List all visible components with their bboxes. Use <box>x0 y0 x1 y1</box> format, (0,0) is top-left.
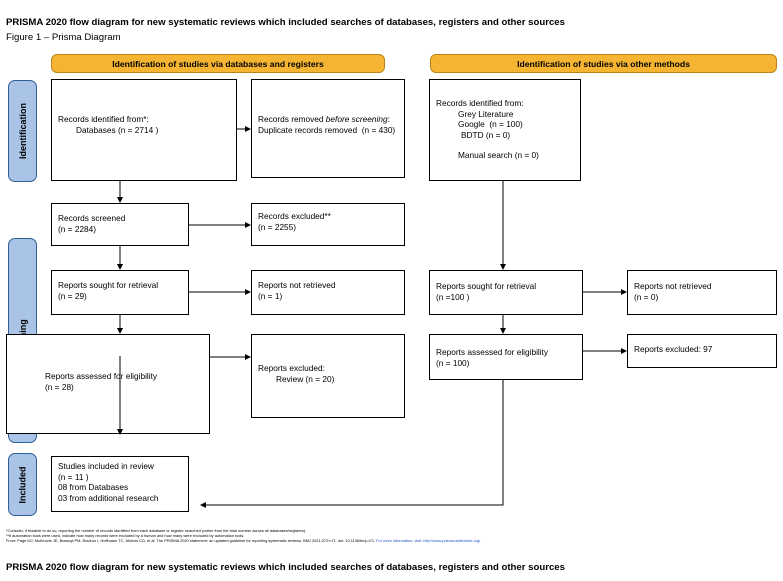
box-assessed-eligibility-db: Reports assessed for eligibility (n = 28… <box>6 334 210 434</box>
sought-other-label: Reports sought for retrieval <box>436 281 537 291</box>
footnote-2: **If automation tools were used, indicat… <box>6 533 245 538</box>
records-screened-count: (n = 2284) <box>58 223 97 234</box>
records-identified-label: Records identified from*: <box>58 114 149 124</box>
not-retrieved-other-count: (n = 0) <box>634 291 659 302</box>
phase-included: Included <box>8 453 37 516</box>
other-identified-label: Records identified from: <box>436 98 524 108</box>
assessed-db-count: (n = 28) <box>45 381 74 392</box>
footnote-1: *Consider, if feasible to do so, reporti… <box>6 528 307 533</box>
banner-databases: Identification of studies via databases … <box>51 54 385 73</box>
box-assessed-eligibility-other: Reports assessed for eligibility (n = 10… <box>429 334 583 380</box>
box-sought-retrieval-db: Reports sought for retrieval (n = 29) <box>51 270 189 315</box>
box-reports-excluded-other: Reports excluded: 97 <box>627 334 777 368</box>
other-identified-bdtd: BDTD (n = 0) <box>461 129 511 140</box>
sought-other-count: (n =100 ) <box>436 291 470 302</box>
banner-other-methods: Identification of studies via other meth… <box>430 54 777 73</box>
phase-identification: Identification <box>8 80 37 182</box>
records-removed-label: Records removed before screening: <box>258 114 390 124</box>
included-count: (n = 11 ) <box>58 471 89 482</box>
other-identified-google: Google (n = 100) <box>458 119 523 129</box>
records-screened-label: Records screened <box>58 213 126 223</box>
included-additional: 03 from additional research <box>58 492 159 503</box>
box-studies-included: Studies included in review (n = 11 ) 08 … <box>51 456 189 512</box>
records-excluded-count: (n = 2255) <box>258 221 297 232</box>
box-not-retrieved-other: Reports not retrieved (n = 0) <box>627 270 777 315</box>
not-retrieved-db-count: (n = 1) <box>258 290 283 301</box>
box-not-retrieved-db: Reports not retrieved (n = 1) <box>251 270 405 315</box>
prisma-link[interactable]: For more information, visit: http://www.… <box>376 538 481 543</box>
diagram-title: PRISMA 2020 flow diagram for new systema… <box>6 17 565 28</box>
box-records-identified: Records identified from*: Databases (n =… <box>51 79 237 181</box>
footnote-3: From: Page MJ, McKenzie JE, Bossuyt PM, … <box>6 538 481 543</box>
bottom-title: PRISMA 2020 flow diagram for new systema… <box>6 562 565 573</box>
assessed-db-label: Reports assessed for eligibility <box>45 371 158 381</box>
box-reports-excluded-db: Reports excluded: Review (n = 20) <box>251 334 405 418</box>
excluded-db-label: Reports excluded: <box>258 363 325 373</box>
records-removed-duplicates: Duplicate records removed (n = 430) <box>258 124 396 135</box>
records-identified-databases: Databases (n = 2714 ) <box>76 124 159 135</box>
sought-db-count: (n = 29) <box>58 290 87 301</box>
box-sought-retrieval-other: Reports sought for retrieval (n =100 ) <box>429 270 583 315</box>
box-other-identified: Records identified from: Grey Literature… <box>429 79 581 181</box>
other-identified-manual-search: Manual search (n = 0) <box>458 150 539 160</box>
included-databases: 08 from Databases <box>58 482 129 492</box>
not-retrieved-other-label: Reports not retrieved <box>634 281 712 291</box>
included-label: Studies included in review <box>58 461 154 471</box>
box-records-removed: Records removed before screening: Duplic… <box>251 79 405 178</box>
sought-db-label: Reports sought for retrieval <box>58 280 159 290</box>
figure-caption: Figure 1 – Prisma Diagram <box>6 32 121 43</box>
excluded-other-label: Reports excluded: 97 <box>634 344 713 354</box>
assessed-other-label: Reports assessed for eligibility <box>436 347 549 357</box>
footnotes: *Consider, if feasible to do so, reporti… <box>6 528 480 543</box>
box-records-excluded: Records excluded** (n = 2255) <box>251 203 405 246</box>
arrow-other-to-included <box>200 380 504 508</box>
excluded-db-review: Review (n = 20) <box>276 373 335 384</box>
records-excluded-label: Records excluded** <box>258 211 331 221</box>
assessed-other-count: (n = 100) <box>436 357 470 368</box>
not-retrieved-db-label: Reports not retrieved <box>258 280 336 290</box>
other-identified-grey-literature: Grey Literature <box>458 108 514 119</box>
box-records-screened: Records screened (n = 2284) <box>51 203 189 246</box>
